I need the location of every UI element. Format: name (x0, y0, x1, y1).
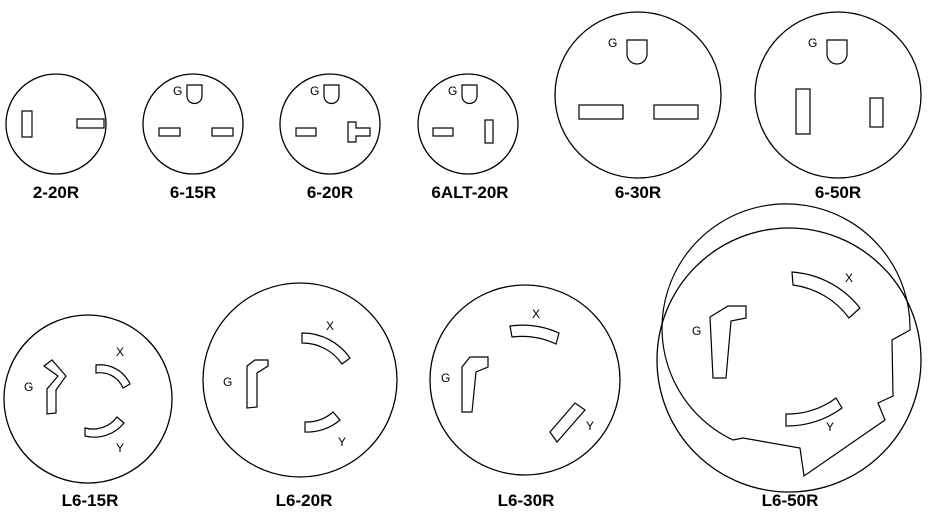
x-pin-label: X (116, 345, 124, 359)
right-blade-slot (869, 97, 884, 128)
receptacle-label: L6-15R (62, 491, 119, 510)
y-slot (304, 411, 341, 433)
receptacle-l6-30r: G X Y L6-30R (429, 284, 621, 510)
ground-slot (826, 39, 848, 65)
ground-slot (709, 305, 747, 379)
receptacle-face (754, 11, 922, 179)
x-slot (95, 364, 131, 389)
receptacle-2-20r: 2-20R (5, 73, 107, 202)
ground-slot (246, 359, 269, 409)
receptacle-face (279, 73, 381, 175)
ground-slot (461, 84, 478, 105)
ground-pin-label: G (223, 375, 232, 389)
left-blade-slot (795, 88, 811, 135)
receptacle-6alt-20r: G 6ALT-20R (417, 73, 519, 202)
receptacle-label: L6-20R (276, 491, 333, 510)
receptacle-face (429, 284, 621, 476)
ground-pin-label: G (448, 84, 457, 98)
ground-pin-label: G (608, 36, 617, 50)
y-slot (549, 402, 586, 443)
ground-slot (186, 84, 203, 105)
receptacle-label: 6-30R (615, 183, 661, 202)
y-pin-label: Y (116, 441, 124, 455)
receptacle-face (417, 73, 519, 175)
right-blade-slot (653, 104, 699, 120)
ground-slot (626, 39, 648, 65)
receptacle-face (202, 282, 398, 478)
receptacle-label: L6-30R (498, 491, 555, 510)
receptacle-l6-50r: G X Y L6-50R (656, 203, 922, 510)
inner-locking-ring (661, 203, 911, 478)
x-pin-label: X (326, 319, 334, 333)
ground-pin-label: G (808, 36, 817, 50)
receptacle-l6-20r: G X Y L6-20R (202, 282, 398, 510)
ground-slot (323, 84, 340, 105)
ground-pin-label: G (441, 371, 450, 385)
y-pin-label: Y (826, 420, 834, 434)
receptacle-label: 2-20R (33, 183, 79, 202)
receptacle-label: 6-15R (170, 183, 216, 202)
right-blade-slot (211, 127, 234, 137)
vertical-blade-slot (21, 110, 33, 138)
receptacle-face (656, 227, 922, 493)
y-slot (84, 416, 125, 438)
vertical-blade-slot (484, 119, 494, 144)
y-pin-label: Y (338, 435, 346, 449)
y-slot (785, 397, 843, 427)
receptacle-6-50r: G 6-50R (754, 11, 922, 202)
ground-pin-label: G (173, 84, 182, 98)
receptacle-face (5, 73, 107, 175)
y-pin-label: Y (586, 419, 594, 433)
left-blade-slot (432, 127, 454, 137)
ground-slot (461, 356, 489, 413)
left-blade-slot (578, 104, 624, 120)
ground-pin-label: G (692, 324, 701, 338)
receptacle-6-20r: G 6-20R (279, 73, 381, 202)
x-slot (791, 271, 861, 319)
receptacle-face (554, 11, 722, 179)
receptacle-label: 6-50R (815, 183, 861, 202)
left-blade-slot (158, 127, 181, 137)
t-blade-slot (347, 121, 371, 143)
ground-pin-label: G (310, 84, 319, 98)
horizontal-blade-slot (76, 118, 105, 129)
left-blade-slot (295, 127, 317, 137)
x-slot (301, 332, 351, 365)
x-slot (509, 324, 560, 345)
ground-pin-label: G (24, 380, 33, 394)
receptacle-face (142, 73, 244, 175)
x-pin-label: X (845, 271, 853, 285)
receptacle-6-15r: G 6-15R (142, 73, 244, 202)
receptacle-l6-15r: G X Y L6-15R (3, 314, 173, 510)
receptacle-label: 6-20R (307, 183, 353, 202)
x-pin-label: X (532, 307, 540, 321)
receptacle-label: L6-50R (762, 491, 819, 510)
receptacle-6-30r: G 6-30R (554, 11, 722, 202)
receptacle-face (3, 314, 173, 484)
receptacle-label: 6ALT-20R (431, 183, 508, 202)
ground-slot (42, 359, 67, 415)
